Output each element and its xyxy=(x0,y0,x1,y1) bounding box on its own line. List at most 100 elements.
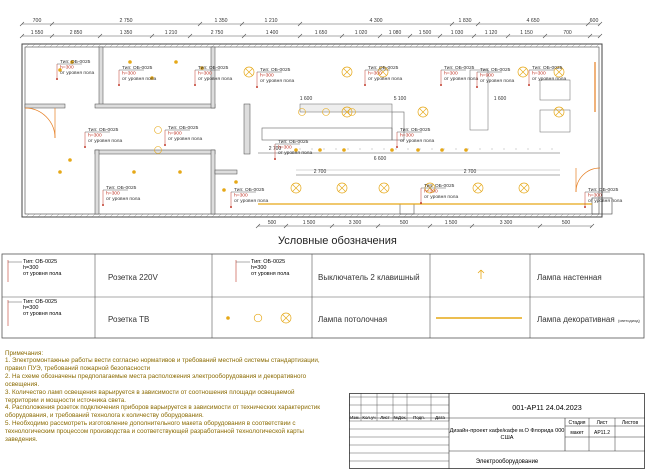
pendant-lamp-icon xyxy=(348,108,356,116)
wall-hatch xyxy=(289,213,294,218)
wall-hatch xyxy=(199,43,204,48)
tag-height: h=900 xyxy=(168,131,182,137)
wall-hatch xyxy=(121,43,126,48)
wall-hatch xyxy=(505,43,510,48)
dim-label: 1 020 xyxy=(355,30,368,36)
spot-lamp-icon xyxy=(132,170,136,174)
legend-label-outlet: Розетка 220V xyxy=(108,273,158,282)
tag-from: от уровня пола xyxy=(60,71,94,76)
dim-tick xyxy=(255,223,261,229)
wall-hatch xyxy=(349,213,354,218)
wall-hatch xyxy=(325,213,330,218)
wall-hatch xyxy=(229,43,234,48)
title-stage-label: Стадия xyxy=(568,420,585,426)
tag-type: Тип: ОБ-0025 xyxy=(368,65,399,71)
wall-hatch xyxy=(475,43,480,48)
wall-hatch xyxy=(409,43,414,48)
dim-tick xyxy=(375,223,381,229)
wall-hatch xyxy=(439,43,444,48)
wall-hatch xyxy=(541,213,546,218)
tag-type: Тип: ОБ-0025 xyxy=(400,127,431,133)
outlet-icon xyxy=(194,84,196,86)
tag-height: h=300 xyxy=(122,71,136,77)
note-line: территории и мощности источника света. xyxy=(5,396,127,404)
tag-height: h=300 xyxy=(198,71,212,77)
outlet-icon xyxy=(584,206,586,208)
outlet-icon xyxy=(528,84,530,86)
tag-from: от уровня пола xyxy=(368,77,402,82)
wall-hatch xyxy=(577,43,582,48)
wall-hatch xyxy=(85,43,90,48)
spot-lamp-icon xyxy=(342,148,346,152)
note-line: 1. Электромонтажные работы вести согласн… xyxy=(5,357,320,364)
tag-height: h=300 xyxy=(444,71,458,77)
wall-hatch xyxy=(169,43,174,48)
tag-type: Тип: ОБ-0025 xyxy=(480,67,511,73)
tag-type: Тип: ОБ-0025 xyxy=(88,127,119,133)
spot-lamp-icon xyxy=(200,66,204,70)
tag-height: h=300 xyxy=(60,65,74,71)
legend-label-wall-lamp: Лампа настенная xyxy=(537,273,602,282)
tag-type: Тип: ОБ-0025 xyxy=(444,65,475,71)
wall-hatch xyxy=(463,43,468,48)
spot-lamp-icon xyxy=(68,158,72,162)
wall-hatch xyxy=(103,43,108,48)
dim-label: 2 750 xyxy=(120,18,133,24)
wall-hatch xyxy=(259,43,264,48)
svg-text:h=300: h=300 xyxy=(23,305,38,311)
wall-hatch xyxy=(295,213,300,218)
wall-hatch xyxy=(253,43,258,48)
wall-hatch xyxy=(511,213,516,218)
wall-hatch xyxy=(529,213,534,218)
wall-hatch xyxy=(541,43,546,48)
wall-hatch xyxy=(439,213,444,218)
wall-hatch xyxy=(511,43,516,48)
shelf xyxy=(299,103,393,113)
partition-wall xyxy=(210,149,216,215)
spot-lamp-icon xyxy=(294,148,298,152)
wall-hatch xyxy=(301,43,306,48)
note-line: оборудования, и требований технолога к к… xyxy=(5,412,204,420)
wall-hatch xyxy=(373,213,378,218)
dim-tick xyxy=(587,33,593,39)
dim-label: 700 xyxy=(33,18,42,24)
spot-lamp-icon xyxy=(390,148,394,152)
dim-label: 4 650 xyxy=(527,18,540,24)
dim-tick xyxy=(19,21,25,27)
note-line: заведения. xyxy=(5,436,38,443)
ceiling-lamp-icon xyxy=(417,106,429,118)
wall-hatch xyxy=(139,43,144,48)
tb-col-header: Лист xyxy=(380,415,390,420)
ceiling-lamp-icon xyxy=(290,182,302,194)
wall-hatch xyxy=(211,43,216,48)
dim-tick xyxy=(197,21,203,27)
wall-hatch xyxy=(499,43,504,48)
wall-hatch xyxy=(445,213,450,218)
column xyxy=(243,103,251,155)
dim-tick xyxy=(297,21,303,27)
tb-col-header: Кол.уч xyxy=(362,415,375,420)
dim-label: 5 100 xyxy=(394,96,407,102)
wall-hatch xyxy=(79,213,84,218)
wall-hatch xyxy=(355,43,360,48)
dim-tick xyxy=(427,223,433,229)
wall-hatch xyxy=(151,43,156,48)
title-code: 001-АР11 24.04.2023 xyxy=(512,403,581,412)
title-country: США xyxy=(501,435,514,441)
dim-tick xyxy=(19,33,25,39)
dim-tick xyxy=(241,33,247,39)
tag-height: h=300 xyxy=(88,133,102,139)
wall-hatch xyxy=(493,213,498,218)
dim-label: 1 600 xyxy=(494,96,507,102)
legend-switch-symbol: Тип: ОБ-0025 h=300 от уровня пола xyxy=(235,259,290,282)
tag-from: от уровня пола xyxy=(444,77,478,82)
dim-tick xyxy=(597,33,603,39)
wall-hatch xyxy=(91,43,96,48)
